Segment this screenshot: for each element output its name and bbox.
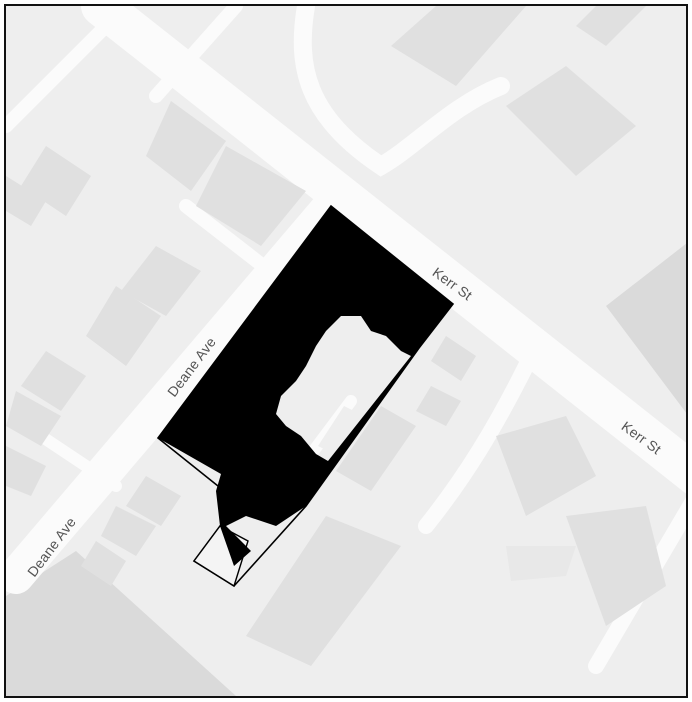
building-nw-2 — [6, 176, 46, 226]
building-n-2 — [196, 146, 306, 246]
site-inner-notch — [318, 406, 354, 451]
building-se-2 — [566, 506, 666, 626]
building-se-1 — [496, 416, 596, 516]
building-w-3 — [21, 351, 86, 411]
building-e-3 — [431, 336, 476, 381]
road-north-left — [149, 6, 243, 103]
building-ne-3 — [576, 6, 646, 46]
road-north-curve — [293, 6, 510, 177]
building-sw-3 — [81, 541, 126, 586]
building-ne-2 — [506, 66, 636, 176]
map-canvas[interactable] — [6, 6, 686, 696]
road-nw — [6, 6, 133, 133]
building-s-1 — [246, 516, 401, 666]
road-deane-ave — [6, 188, 349, 594]
building-nw-1 — [21, 146, 91, 216]
large-block-bottom-left — [6, 551, 236, 696]
building-w-1 — [121, 246, 201, 316]
building-e-2 — [416, 386, 461, 426]
building-e-1 — [336, 406, 416, 491]
building-w-4 — [6, 391, 61, 446]
site-footprint — [158, 206, 453, 566]
road-east-drive — [418, 358, 534, 534]
map-frame: Kerr St Kerr St Deane Ave Deane Ave — [4, 4, 688, 698]
building-w-2 — [86, 286, 161, 366]
building-sw-1 — [126, 476, 181, 526]
building-w-5 — [6, 446, 46, 496]
building-ne-1 — [391, 6, 526, 86]
building-s-2 — [506, 546, 576, 581]
buildings — [6, 6, 666, 666]
building-sw-2 — [101, 506, 156, 556]
road-kerr-st — [81, 6, 686, 494]
road-west-spur — [179, 199, 283, 283]
large-block-right — [606, 243, 686, 413]
building-n-1 — [146, 101, 226, 191]
